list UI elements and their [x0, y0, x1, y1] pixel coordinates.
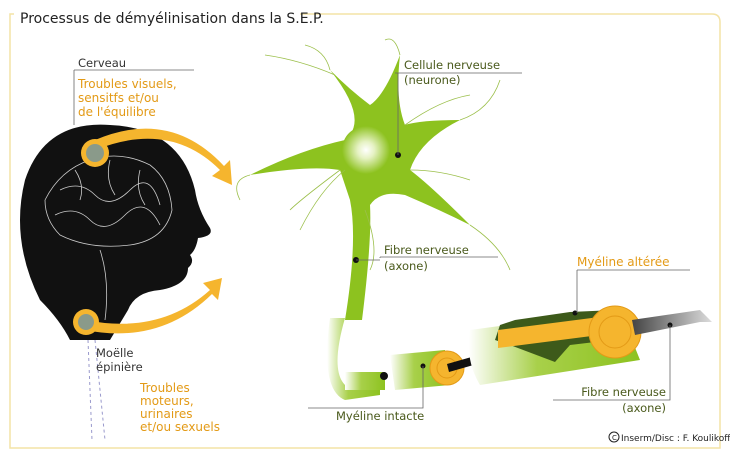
brain-symptom-line: sensitfs et/ou [78, 91, 159, 105]
neuron-label: (neurone) [404, 73, 461, 87]
neuron-label: Cellule nerveuse [404, 58, 500, 72]
svg-text:C: C [612, 434, 617, 442]
brain-symptom-line: Troubles visuels, [77, 77, 177, 91]
brain-label: Cerveau [78, 56, 126, 70]
axon-damaged [468, 305, 712, 385]
axon-top-label: (axone) [384, 259, 428, 273]
leader-lines [73, 69, 690, 409]
credit: Inserm/Disc : F. Koulikoff [621, 434, 730, 444]
frame [9, 13, 721, 449]
brain-arrow [95, 128, 232, 185]
neuron [236, 38, 511, 320]
head-silhouette [20, 124, 211, 340]
copyright-icon [608, 431, 620, 443]
spine-symptom-line: urinaires [140, 407, 192, 421]
myelin-intact-label: Myéline intacte [336, 409, 424, 423]
diagram-title: Processus de démyélinisation dans la S.E… [20, 11, 324, 27]
brain-symptom-line: de l'équilibre [78, 105, 156, 119]
axon-top-label: Fibre nerveuse [384, 243, 469, 257]
axon-right-label: Fibre nerveuse [581, 385, 666, 399]
spine-symptom-line: moteurs, [140, 394, 194, 408]
axon-intact [327, 318, 477, 400]
spine-label: Moëlle [96, 346, 134, 360]
spine-arrow [85, 278, 222, 334]
spine-symptom-line: Troubles [139, 381, 190, 395]
spine-label: épinière [96, 360, 143, 374]
spine-symptom-line: et/ou sexuels [140, 420, 220, 434]
myelin-damaged-label: Myéline altérée [577, 255, 670, 269]
axon-right-label: (axone) [622, 401, 666, 415]
